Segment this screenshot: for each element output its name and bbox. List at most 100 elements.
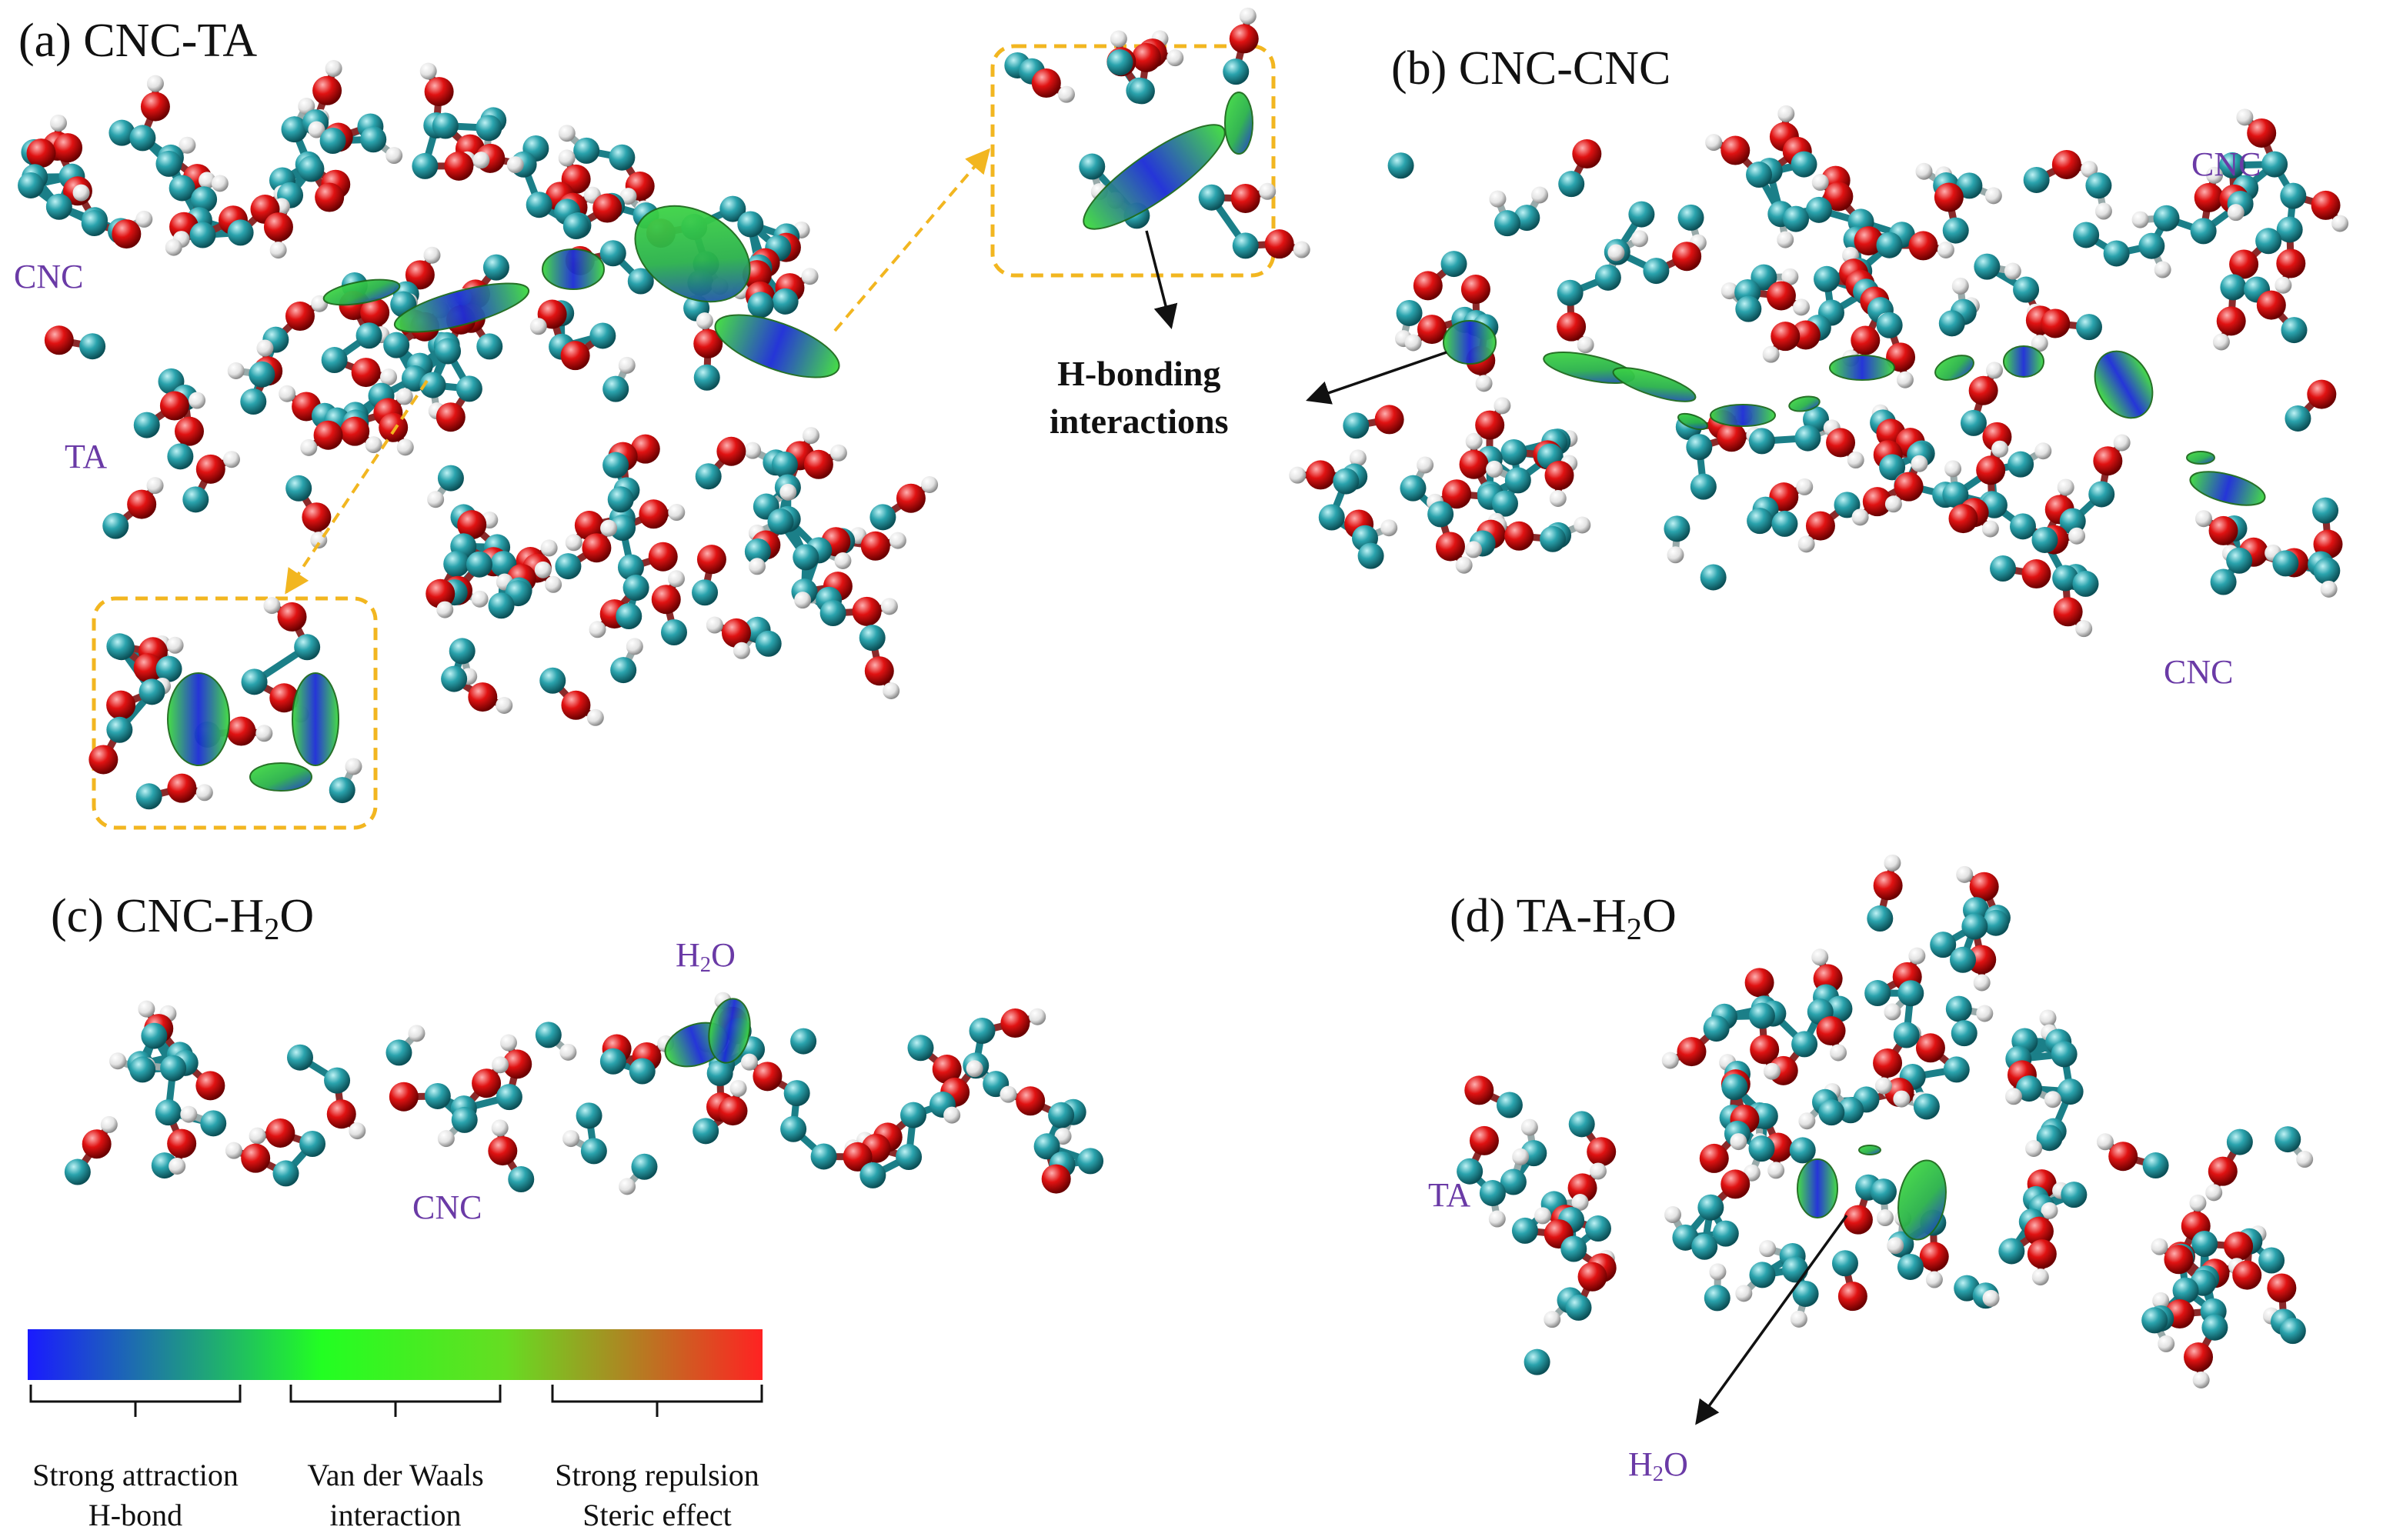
carbon-atom <box>772 288 799 315</box>
carbon-atom <box>1643 258 1670 285</box>
carbon-atom <box>2226 547 2253 574</box>
carbon-atom <box>1333 468 1360 495</box>
hydrogen-atom <box>179 136 196 154</box>
carbon-atom <box>2258 1247 2285 1274</box>
h2o-d-prefix: H <box>1628 1445 1653 1483</box>
carbon-atom <box>610 657 637 684</box>
oxygen-atom <box>106 690 136 720</box>
carbon-atom <box>1747 508 1774 535</box>
hydrogen-atom <box>49 114 67 132</box>
hydrogen-atom <box>668 504 686 522</box>
panel-c-title-suffix: O <box>279 890 315 942</box>
hydrogen-atom <box>529 318 547 335</box>
carbon-atom <box>819 599 846 626</box>
label-cnc-b-top: CNC <box>2191 145 2261 183</box>
carbon-atom <box>1703 1015 1730 1042</box>
oxygen-atom <box>360 298 390 328</box>
oxygen-atom <box>140 92 170 122</box>
carbon-atom <box>1879 454 1906 481</box>
isosurface <box>714 314 840 378</box>
carbon-atom <box>1818 1099 1845 1126</box>
carbon-atom <box>155 1099 182 1126</box>
oxygen-atom <box>2232 1260 2262 1290</box>
carbon-atom <box>1594 264 1621 291</box>
oxygen-atom <box>1854 226 1884 256</box>
isosurface <box>393 282 530 333</box>
carbon-atom <box>2052 565 2079 592</box>
hydrogen-atom <box>2154 261 2171 278</box>
hydrogen-atom <box>1110 30 1127 48</box>
hydrogen-atom <box>308 121 325 138</box>
oxygen-atom <box>1544 461 1574 491</box>
oxygen-atom <box>1504 521 1534 551</box>
isosurface <box>1788 395 1821 412</box>
legend-repulsion-line1: Strong repulsion <box>555 1458 759 1492</box>
hydrogen-atom <box>1759 1240 1777 1258</box>
carbon-atom <box>79 333 106 360</box>
carbon-atom <box>106 716 133 743</box>
carbon-atom <box>1956 172 1983 199</box>
carbon-atom <box>1558 171 1585 198</box>
hydrogen-atom <box>1664 1206 1682 1224</box>
legend-attraction-line1: Strong attraction <box>32 1458 239 1492</box>
atoms <box>426 486 649 726</box>
oxygen-atom <box>2307 379 2337 409</box>
hydrogen-atom <box>472 152 490 169</box>
hydrogen-atom <box>559 1043 577 1061</box>
label-cnc-a: CNC <box>14 258 84 295</box>
oxygen-atom <box>2041 308 2071 338</box>
carbon-atom <box>482 254 509 281</box>
hydrogen-atom <box>365 436 382 454</box>
legend-label-vdw: Van der Waals interaction <box>272 1455 519 1535</box>
carbon-atom <box>1930 932 1957 958</box>
hydrogen-atom <box>1404 334 1422 352</box>
callout-arrow-panel-b <box>1306 351 1447 405</box>
hydrogen-atom <box>834 552 852 569</box>
atoms <box>18 75 351 259</box>
carbon-atom <box>627 268 654 295</box>
oxygen-atom <box>1919 1242 1949 1272</box>
oxygen-atom <box>2276 248 2306 278</box>
legend-gradient-bar <box>28 1329 763 1380</box>
carbon-atom <box>617 554 644 581</box>
carbon-atom <box>695 463 722 490</box>
hydrogen-atom <box>1811 174 1829 192</box>
carbon-atom <box>412 152 439 179</box>
carbon-atom <box>249 361 275 388</box>
isosurface <box>249 762 312 792</box>
hydrogen-atom <box>802 427 819 445</box>
hydrogen-atom <box>744 442 762 459</box>
hydrogen-atom <box>1465 541 1483 558</box>
hydrogen-atom <box>1781 268 1799 285</box>
hydrogen-atom <box>558 149 576 167</box>
carbon-atom <box>1232 232 1259 259</box>
hydrogen-atom <box>227 362 245 380</box>
hydrogen-atom <box>395 388 413 405</box>
carbon-atom <box>1357 542 1384 569</box>
carbon-atom <box>1814 265 1841 292</box>
carbon-atom <box>443 551 470 578</box>
carbon-atom <box>2190 218 2217 245</box>
carbon-atom <box>1628 201 1655 228</box>
hydrogen-atom <box>2236 108 2254 126</box>
h2o-arrow <box>1695 1214 1848 1425</box>
carbon-atom <box>2008 451 2034 478</box>
hydrogen-atom <box>1777 105 1795 122</box>
legend-bracket-vdw <box>289 1385 502 1417</box>
oxygen-atom <box>753 1062 783 1092</box>
carbon-atom <box>1500 1168 1527 1195</box>
hydrogen-atom <box>1792 298 1810 316</box>
carbon-atom <box>476 115 502 142</box>
panel-c-title: (c) CNC-H2O <box>51 892 314 945</box>
hydrogen-atom <box>794 592 812 609</box>
carbon-atom <box>189 222 216 248</box>
label-ta-d: TA <box>1428 1176 1471 1214</box>
oxygen-atom <box>2229 249 2259 279</box>
hydrogen-atom <box>2113 434 2131 452</box>
hydrogen-atom <box>1667 546 1684 564</box>
carbon-atom <box>155 150 182 177</box>
hydrogen-atom <box>471 590 489 608</box>
hydrogen-atom <box>279 385 296 402</box>
oxygen-atom <box>1229 24 1259 54</box>
oxygen-atom <box>424 77 454 107</box>
